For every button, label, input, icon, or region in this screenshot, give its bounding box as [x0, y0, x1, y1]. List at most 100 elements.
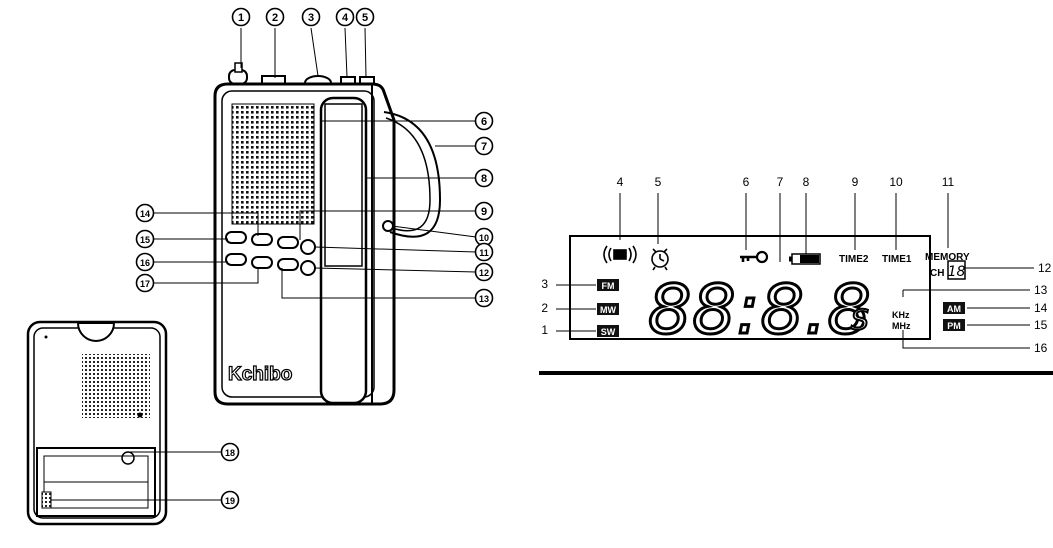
lcd-callout-label: 6 [743, 175, 750, 189]
lcd-callout-label: 8 [803, 175, 810, 189]
radio-callout-circle [335, 7, 355, 27]
fm-indicator [597, 279, 619, 291]
khz-label: KHz [892, 310, 910, 320]
radio-callout-circle [220, 442, 240, 462]
lcd-diagram: FM MW SW [539, 193, 1053, 375]
radio-callout-label: 8 [481, 173, 487, 185]
lcd-callout-label: 7 [777, 175, 784, 189]
memory-indicator: MEMORY [925, 252, 970, 263]
lcd-callout-label: 1 [541, 323, 548, 337]
display-window [319, 96, 368, 405]
wrist-strap-outer [383, 111, 442, 238]
sw-label: SW [601, 327, 616, 337]
radio-callout-label: 18 [225, 448, 235, 458]
top-switch [261, 75, 286, 86]
radio-callout-label: 1 [238, 12, 244, 24]
radio-callout-label: 11 [479, 248, 489, 258]
radio-callout-circle [474, 111, 494, 131]
lcd-callout-label: 5 [655, 175, 662, 189]
radio-callout-circle [474, 136, 494, 156]
radio-callout-label: 7 [481, 141, 487, 153]
lcd-callout-label: 10 [889, 175, 903, 189]
radio-callout-label: 5 [362, 12, 368, 24]
radio-callout-label: 2 [272, 12, 278, 24]
radio-callout-label: 3 [308, 12, 314, 24]
fm-label: FM [602, 281, 615, 291]
radio-callout-circle [231, 7, 251, 27]
lcd-callout-label: 15 [1034, 318, 1048, 332]
radio-callout-circle [301, 7, 321, 27]
jack-top [234, 62, 243, 73]
radio-back-view [26, 320, 168, 526]
radio-leader-lines [50, 27, 477, 501]
lcd-callout-label: 12 [1038, 261, 1052, 275]
radio-callout-label: 19 [225, 496, 235, 506]
front-buttons [225, 231, 316, 276]
ch-value: 18 [948, 264, 966, 280]
pm-label: PM [947, 321, 961, 331]
am-label: AM [947, 304, 961, 314]
am-indicator [943, 302, 965, 314]
mw-indicator [597, 303, 619, 315]
lcd-callout-label: 9 [852, 175, 859, 189]
time2-indicator: TIME2 [839, 254, 869, 265]
lcd-area [324, 103, 363, 267]
radio-callout-label: 16 [140, 258, 150, 268]
radio-callout-label: 12 [479, 268, 489, 278]
battery-compartment [36, 447, 156, 517]
back-speaker [82, 354, 150, 418]
main-digits: 88:8.8 [648, 271, 872, 350]
key-lock-icon [740, 250, 769, 264]
lcd-callout-label: 4 [617, 175, 624, 189]
seconds-digit: S [851, 303, 869, 336]
radio-callout-label: 13 [479, 294, 489, 304]
lcd-callout-label: 16 [1034, 341, 1048, 355]
time1-indicator: TIME1 [882, 254, 912, 265]
radio-callout-label: 9 [481, 206, 487, 218]
brand-logo: Kchibo [228, 364, 292, 385]
radio-callout-label: 14 [140, 209, 150, 219]
lcd-callout-label: 11 [942, 175, 955, 189]
lcd-leader-lines [556, 193, 1034, 349]
radio-callout-circle [135, 273, 155, 293]
sw-indicator [597, 325, 619, 337]
lcd-callout-label: 14 [1034, 301, 1048, 315]
radio-callout-label: 10 [479, 233, 489, 243]
side-jack [382, 220, 394, 232]
battery-icon [789, 253, 821, 265]
lcd-callout-label: 2 [541, 301, 548, 315]
wrist-strap-inner [385, 117, 431, 232]
radio-callout-circle [355, 7, 375, 27]
radio-callout-circle [474, 288, 494, 308]
lcd-callout-label: 13 [1034, 283, 1048, 297]
alarm-clock-icon [651, 248, 669, 271]
ch-digit-box [947, 260, 966, 280]
radio-callout-circle [135, 203, 155, 223]
radio-front-view: Kchibo [213, 62, 442, 406]
front-bezel [221, 90, 375, 398]
radio-callout-circle [474, 242, 494, 262]
radio-callout-label: 15 [140, 235, 150, 245]
radio-callout-label: 17 [140, 279, 150, 289]
mhz-label: MHz [892, 321, 911, 331]
radio-callout-circle [474, 262, 494, 282]
speaker-alert-icon [603, 245, 637, 264]
radio-callout-circle [135, 252, 155, 272]
radio-callout-label: 4 [342, 12, 349, 24]
back-knob [76, 322, 116, 342]
radio-callout-circle [265, 7, 285, 27]
radio-callout-circle [474, 201, 494, 221]
pm-indicator [943, 319, 965, 331]
mw-label: MW [600, 305, 616, 315]
lcd-frame [569, 235, 931, 340]
speaker-grille [231, 103, 315, 225]
radio-callout-circle [474, 168, 494, 188]
radio-callout-label: 6 [481, 116, 487, 128]
ch-label: CH [930, 268, 944, 279]
radio-callout-circle [220, 490, 240, 510]
radio-callout-circle [135, 229, 155, 249]
lcd-callout-label: 3 [541, 277, 548, 291]
